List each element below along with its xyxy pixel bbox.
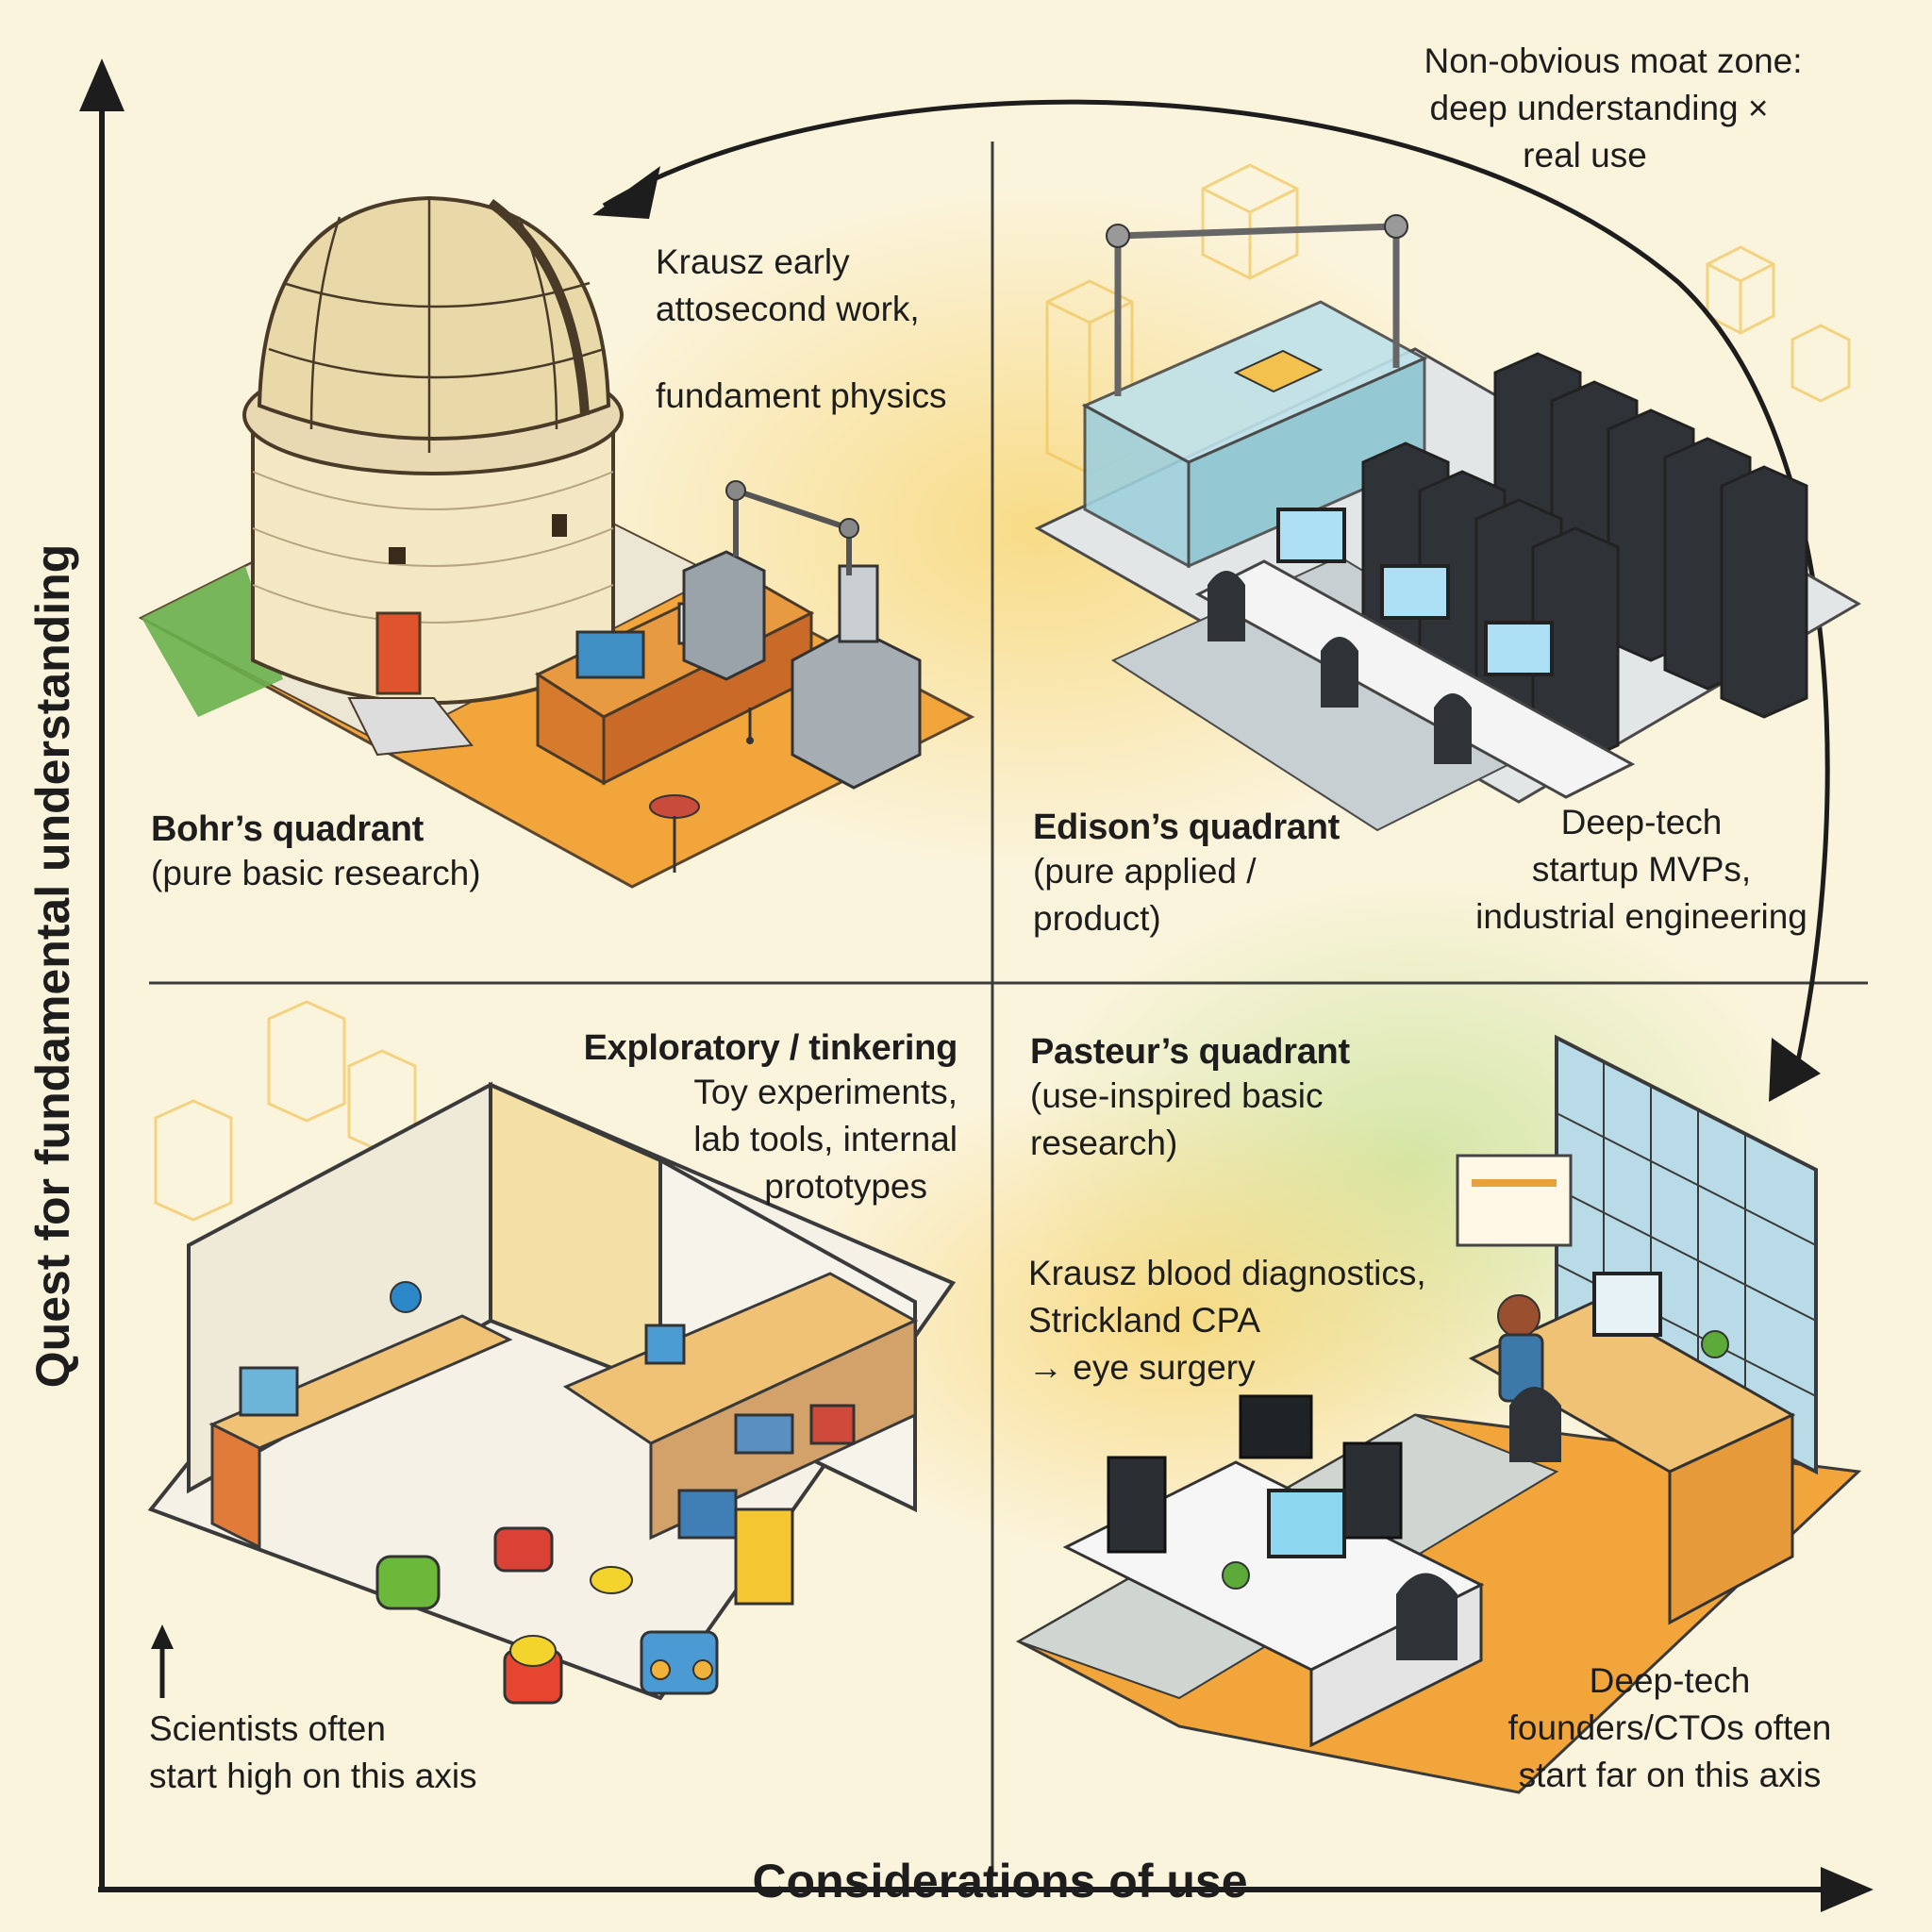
pasteur-quadrant-label: Pasteur’s quadrant (use-inspired basic r… bbox=[1030, 1032, 1350, 1167]
pasteur-quadrant-subtitle-line: research) bbox=[1030, 1120, 1350, 1167]
bohr-example-line: Krausz early bbox=[656, 239, 947, 286]
y-axis-label: Quest for fundamental understanding bbox=[25, 544, 80, 1388]
bohr-example-line: fundament physics bbox=[656, 373, 947, 420]
x-axis-note-line: Deep-tech bbox=[1472, 1657, 1868, 1705]
x-axis-note: Deep-tech founders/CTOs often start far … bbox=[1472, 1657, 1868, 1799]
edison-example-line: industrial engineering bbox=[1443, 893, 1840, 941]
y-axis-note: Scientists often start high on this axis bbox=[149, 1706, 477, 1800]
x-axis-note-line: start far on this axis bbox=[1472, 1752, 1868, 1799]
edison-quadrant-subtitle-line: (pure applied / bbox=[1033, 848, 1340, 895]
x-axis-note-line: founders/CTOs often bbox=[1472, 1705, 1868, 1752]
bohr-quadrant-label: Bohr’s quadrant (pure basic research) bbox=[151, 809, 481, 897]
bohr-quadrant-subtitle: (pure basic research) bbox=[151, 850, 481, 897]
edison-quadrant-title: Edison’s quadrant bbox=[1033, 808, 1340, 848]
pasteur-examples: Krausz blood diagnostics, Strickland CPA… bbox=[1028, 1250, 1426, 1391]
wall-chart-panel bbox=[1457, 1156, 1571, 1245]
pasteur-example-line: Krausz blood diagnostics, bbox=[1028, 1250, 1426, 1297]
moat-zone-line: Non-obvious moat zone: bbox=[1377, 38, 1849, 85]
edison-quadrant-subtitle-line: product) bbox=[1033, 895, 1340, 942]
bohr-examples: Krausz early attosecond work, fundament … bbox=[656, 239, 947, 420]
bohr-example-line: attosecond work, bbox=[656, 286, 947, 333]
edison-quadrant-label: Edison’s quadrant (pure applied / produc… bbox=[1033, 808, 1340, 942]
pasteur-quadrant-subtitle-line: (use-inspired basic bbox=[1030, 1073, 1350, 1120]
exploratory-example-line: Toy experiments, bbox=[528, 1069, 958, 1116]
edison-examples: Deep-tech startup MVPs, industrial engin… bbox=[1443, 799, 1840, 941]
moat-zone-line: deep understanding × bbox=[1349, 85, 1849, 132]
moat-zone-line: real use bbox=[1321, 132, 1849, 179]
y-axis-note-line: Scientists often bbox=[149, 1706, 477, 1753]
x-axis-label: Considerations of use bbox=[745, 1854, 1255, 1908]
exploratory-example-line: lab tools, internal bbox=[528, 1116, 958, 1163]
exploratory-example-line: prototypes bbox=[528, 1163, 958, 1210]
pasteur-example-line: → eye surgery bbox=[1028, 1344, 1426, 1391]
exploratory-quadrant-label: Exploratory / tinkering Toy experiments,… bbox=[528, 1028, 958, 1210]
edison-example-line: Deep-tech bbox=[1443, 799, 1840, 846]
bohr-example-line bbox=[656, 333, 947, 373]
moat-zone-annotation: Non-obvious moat zone: deep understandin… bbox=[1377, 38, 1849, 179]
y-axis-note-line: start high on this axis bbox=[149, 1753, 477, 1800]
moat-arrowhead-left bbox=[592, 166, 660, 219]
pasteur-example-line: Strickland CPA bbox=[1028, 1297, 1426, 1344]
exploratory-quadrant-title: Exploratory / tinkering bbox=[528, 1028, 958, 1069]
x-axis-arrowhead bbox=[1821, 1867, 1874, 1912]
pasteur-quadrant-title: Pasteur’s quadrant bbox=[1030, 1032, 1350, 1073]
edison-example-line: startup MVPs, bbox=[1443, 846, 1840, 893]
y-axis-arrowhead bbox=[79, 58, 125, 111]
bohr-quadrant-title: Bohr’s quadrant bbox=[151, 809, 481, 850]
